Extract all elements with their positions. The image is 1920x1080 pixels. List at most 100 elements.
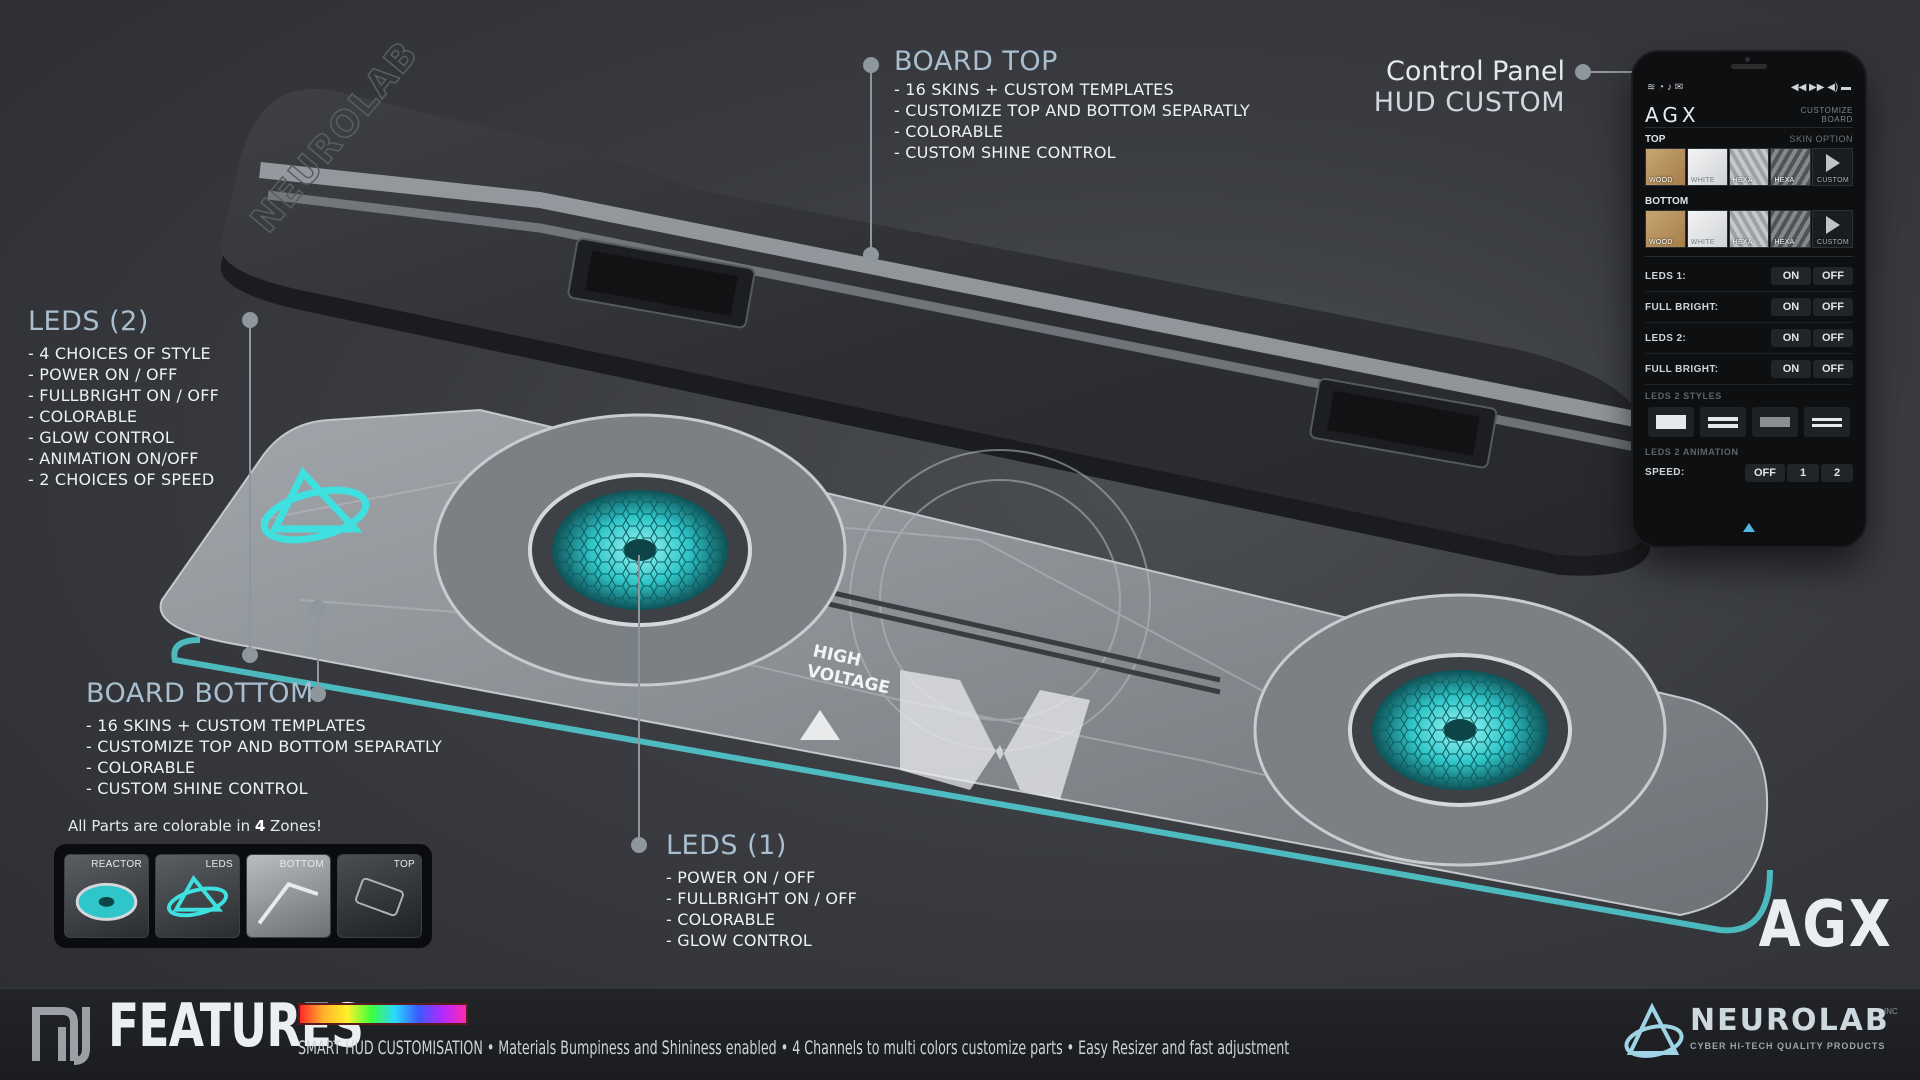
hud-top-section-label: TOP SKIN OPTION	[1645, 134, 1853, 145]
hud-customize-line2: BOARD	[1821, 114, 1853, 124]
control-panel-subtitle: HUD CUSTOM	[1373, 87, 1565, 118]
callout-leds1-item: - COLORABLE	[666, 910, 776, 929]
zone-label: BOTTOM	[279, 859, 324, 870]
hud-status-bar: ≋ ◔ ♪ ✉ ◀◀ ▶▶ ◀) ▬	[1645, 82, 1853, 96]
hud-divider	[1645, 256, 1853, 257]
top-skin-row: WOOD WHITE HEXA HEXA CUSTOM	[1645, 148, 1853, 186]
bottom-skin-wood-button[interactable]: WOOD	[1645, 210, 1686, 248]
skin-label: WOOD	[1649, 177, 1673, 184]
callout-board-bottom-item: - COLORABLE	[86, 758, 196, 777]
skin-label: WHITE	[1690, 177, 1715, 184]
callout-board-bottom-item: - 16 SKINS + CUSTOM TEMPLATES	[86, 716, 366, 735]
callout-leds2-item: - POWER ON / OFF	[28, 365, 178, 384]
zones-note: All Parts are colorable in 4 Zones!	[68, 817, 322, 835]
zones-note-count: 4	[254, 817, 266, 835]
zone-leds: LEDS	[155, 854, 240, 938]
callout-leds1-item: - POWER ON / OFF	[666, 868, 816, 887]
style-solid-icon	[1656, 415, 1686, 429]
callout-board-bottom-item: - CUSTOMIZE TOP AND BOTTOM SEPARATLY	[86, 737, 442, 756]
bottom-skin-hexa-dark-button[interactable]: HEXA	[1770, 210, 1812, 248]
top-skin-custom-button[interactable]: CUSTOM	[1812, 148, 1853, 186]
callout-board-top-item: - CUSTOM SHINE CONTROL	[894, 143, 1116, 162]
hud-header: AGX CUSTOMIZE BOARD	[1645, 102, 1853, 128]
hud-top-label: TOP	[1645, 134, 1666, 145]
hud-bottom-section-label: BOTTOM	[1645, 196, 1853, 207]
warning-triangle-decal	[800, 710, 840, 740]
bottom-skin-white-button[interactable]: WHITE	[1686, 210, 1728, 248]
fullbright1-off-button[interactable]: OFF	[1813, 298, 1853, 316]
callout-leds1-item: - GLOW CONTROL	[666, 931, 813, 950]
top-skin-wood-button[interactable]: WOOD	[1645, 148, 1686, 186]
callout-leds2-item: - COLORABLE	[28, 407, 138, 426]
led-style-2-button[interactable]	[1700, 407, 1746, 437]
leds1-off-button[interactable]: OFF	[1813, 267, 1853, 285]
leds2-on-button[interactable]: ON	[1771, 329, 1811, 347]
reactor-left	[433, 413, 847, 687]
leds2-styles-label: LEDS 2 STYLES	[1645, 391, 1722, 401]
speed-2-button[interactable]: 2	[1821, 463, 1853, 482]
callout-board-top: BOARD TOP - 16 SKINS + CUSTOM TEMPLATES …	[894, 46, 1250, 163]
leds1-on-button[interactable]: ON	[1771, 267, 1811, 285]
zones-note-prefix: All Parts are colorable in	[68, 817, 255, 835]
collapse-up-arrow-icon[interactable]	[1743, 523, 1755, 532]
speed-row: SPEED: OFF 1 2	[1645, 457, 1853, 488]
style-dim-icon	[1760, 417, 1790, 427]
callout-board-top-item: - CUSTOMIZE TOP AND BOTTOM SEPARATLY	[894, 101, 1250, 120]
callout-board-top-title: BOARD TOP	[894, 46, 1058, 77]
callout-leds1-item: - FULLBRIGHT ON / OFF	[666, 889, 858, 908]
led-style-3-button[interactable]	[1752, 407, 1798, 437]
hud-customize-board: CUSTOMIZE BOARD	[1801, 106, 1853, 124]
toggle-label: FULL BRIGHT:	[1645, 301, 1719, 313]
skin-label: WOOD	[1649, 239, 1673, 246]
skin-label: CUSTOM	[1816, 177, 1849, 184]
neurolab-triangle-logo-icon	[1624, 1002, 1684, 1058]
leds2-styles-row	[1645, 407, 1853, 437]
camera-dot-icon	[1745, 57, 1750, 62]
fullbright2-on-button[interactable]: ON	[1771, 360, 1811, 378]
hud-bottom-label: BOTTOM	[1645, 196, 1689, 207]
bottom-thumb-icon	[257, 881, 319, 925]
bottom-skin-custom-button[interactable]: CUSTOM	[1812, 210, 1853, 248]
board-top: NEUROLAB	[220, 32, 1650, 576]
zones-note-suffix: Zones!	[265, 817, 323, 835]
callout-board-bottom: BOARD BOTTOM - 16 SKINS + CUSTOM TEMPLAT…	[86, 678, 442, 799]
hud-logo: AGX	[1645, 102, 1700, 127]
features-footer: FEATURES SMART HUD CUSTOMISATION • Mater…	[0, 988, 1920, 1080]
fullbright1-on-button[interactable]: ON	[1771, 298, 1811, 316]
callout-leds2-item: - FULLBRIGHT ON / OFF	[28, 386, 220, 405]
top-skin-hexa-button[interactable]: HEXA	[1728, 148, 1770, 186]
bottom-skin-hexa-button[interactable]: HEXA	[1728, 210, 1770, 248]
neurolab-brand-name: NEUROLAB	[1690, 1003, 1890, 1038]
callout-control-panel: Control Panel HUD CUSTOM	[1374, 56, 1565, 118]
led-style-1-button[interactable]	[1648, 407, 1694, 437]
skin-label: CUSTOM	[1816, 239, 1849, 246]
nd-logo-icon	[32, 1007, 90, 1065]
reactor-thumb-icon	[75, 882, 138, 921]
style-lines-icon	[1812, 417, 1842, 421]
skin-label: HEXA	[1774, 177, 1795, 184]
neurolab-subtitle: CYBER HI-TECH QUALITY PRODUCTS	[1690, 1041, 1886, 1051]
leds2-off-button[interactable]: OFF	[1813, 329, 1853, 347]
speed-off-button[interactable]: OFF	[1745, 463, 1785, 482]
toggle-label: FULL BRIGHT:	[1645, 363, 1719, 375]
fullbright2-off-button[interactable]: OFF	[1813, 360, 1853, 378]
features-tagline: SMART HUD CUSTOMISATION • Materials Bump…	[298, 1037, 1290, 1059]
top-skin-white-button[interactable]: WHITE	[1686, 148, 1728, 186]
led-style-4-button[interactable]	[1804, 407, 1850, 437]
style-double-icon	[1708, 423, 1738, 428]
callout-board-top-item: - 16 SKINS + CUSTOM TEMPLATES	[894, 80, 1174, 99]
hud-customize-line1: CUSTOMIZE	[1800, 105, 1853, 115]
status-icons-left: ≋ ◔ ♪ ✉	[1647, 82, 1684, 93]
reactor-right	[1253, 593, 1667, 867]
features-heading: FEATURES	[108, 991, 364, 1061]
agx-brand-mark: AGX	[1758, 888, 1892, 962]
skin-label: HEXA	[1732, 177, 1753, 184]
top-skin-hexa-dark-button[interactable]: HEXA	[1770, 148, 1812, 186]
style-lines-icon	[1812, 423, 1842, 427]
speed-1-button[interactable]: 1	[1787, 463, 1819, 482]
top-thumb-icon	[355, 877, 404, 917]
zone-label: LEDS	[205, 859, 233, 870]
